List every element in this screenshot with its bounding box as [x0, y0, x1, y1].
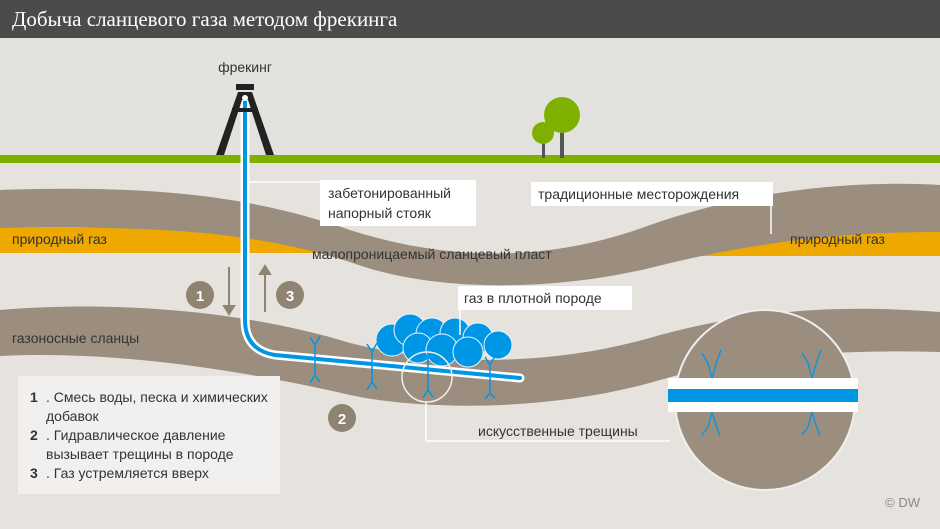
well-pipe: [243, 98, 522, 380]
steps-legend: 1. Смесь воды, песка и химических добаво…: [18, 376, 280, 494]
tree-icon: [532, 97, 580, 158]
copyright: © DW: [885, 495, 920, 510]
label-box: [531, 182, 773, 206]
magnified-view: [668, 309, 858, 491]
label-box: [320, 180, 476, 226]
marker-2: 2: [328, 404, 356, 432]
label-fracking: фрекинг: [218, 59, 272, 75]
fracking-diagram: 1 3 2 фрекинг забетонированный напорный …: [0, 38, 940, 491]
marker-1: 1: [186, 281, 214, 309]
sky: [0, 38, 940, 158]
label-natural-gas-left: природный газ: [12, 231, 107, 247]
label-cased-well-2: напорный стояк: [328, 205, 432, 221]
fracture-icon: [309, 335, 496, 400]
title-bar: Добыча сланцевого газа методом фрекинга: [0, 0, 940, 38]
label-gas-shale: газоносные сланцы: [12, 330, 139, 346]
gas-shale-layer: [0, 306, 940, 406]
label-artificial-fractures: искусственные трещины: [478, 423, 638, 439]
drilling-rig-icon: [216, 84, 274, 155]
label-impermeable-shale: малопроницаемый сланцевый пласт: [312, 246, 552, 262]
svg-text:1: 1: [196, 288, 204, 305]
arrow-down-head: [222, 305, 236, 316]
label-natural-gas-right: природный газ: [790, 231, 885, 247]
arrow-up-head: [258, 264, 272, 275]
label-box: [458, 286, 632, 310]
magnify-source-circle: [401, 351, 453, 403]
svg-text:3: 3: [286, 288, 294, 305]
ground-surface: [0, 155, 940, 163]
step-item: 1. Смесь воды, песка и химических добаво…: [30, 389, 268, 424]
arrows: [222, 264, 272, 316]
gas-bubbles-icon: [375, 313, 513, 368]
page-title: Добыча сланцевого газа методом фрекинга: [12, 7, 398, 31]
step-item: 3. Газ устремляется вверх: [30, 465, 209, 481]
marker-3: 3: [276, 281, 304, 309]
impermeable-shale-layer: [0, 183, 940, 286]
step-item: 2. Гидравлическое давление вызывает трещ…: [30, 427, 234, 462]
svg-text:2: 2: [338, 411, 346, 428]
label-traditional-deposits: традиционные месторождения: [538, 186, 739, 202]
label-tight-gas: газ в плотной породе: [464, 290, 602, 306]
label-cased-well: забетонированный: [328, 185, 451, 201]
